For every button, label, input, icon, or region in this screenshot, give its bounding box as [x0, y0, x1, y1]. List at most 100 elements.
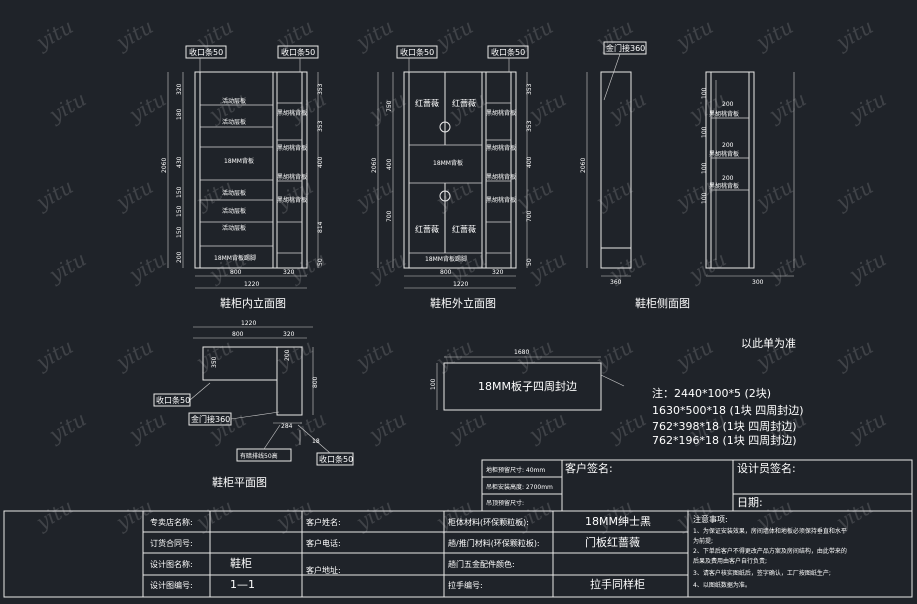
outer-bottom-dim-1: 800: [440, 269, 452, 276]
watermark-text: yitu: [844, 407, 890, 448]
customer-name-label: 客户姓名:: [306, 517, 341, 527]
material-label-4: 拉手编号:: [448, 580, 483, 590]
left-label-3: 设计图名称:: [150, 559, 193, 569]
watermark-text: yitu: [31, 174, 77, 215]
inner-shelf-label-2: 活动层板: [222, 118, 246, 126]
watermark-text: yitu: [271, 494, 317, 535]
watermark-text: yitu: [831, 334, 877, 375]
watermark-text: yitu: [671, 174, 717, 215]
outer-left-dim-2: 400: [386, 158, 393, 170]
side-b-width: 300: [752, 279, 764, 286]
watermark-text: yitu: [831, 174, 877, 215]
watermark-text: yitu: [604, 407, 650, 448]
panel-drawing: [436, 356, 625, 411]
material-value-1: 18MM绅士黑: [585, 515, 651, 528]
plan-tag-3: 有暗排线50高: [240, 452, 278, 460]
outer-door-label-4: 红蔷薇: [452, 224, 476, 234]
watermark-text: yitu: [31, 334, 77, 375]
watermark-text: yitu: [44, 87, 90, 128]
watermark-text: yitu: [124, 87, 170, 128]
outer-side-label-2: 黑胡桃背板: [486, 144, 516, 152]
customer-phone-label: 客户电话:: [306, 538, 341, 548]
side-elevation-b: [705, 71, 795, 277]
note-line-4: 762*196*18 (1块 四周封边): [652, 433, 797, 447]
watermark-text: yitu: [604, 87, 650, 128]
watermark-text: yitu: [351, 494, 397, 535]
plan-dim-1: 800: [232, 331, 244, 338]
watermark-text: yitu: [364, 247, 410, 288]
side-b-left-dim-2: 100: [701, 126, 708, 138]
left-label-2: 订货合同号:: [150, 538, 193, 548]
left-label-1: 专卖店名称:: [150, 517, 193, 527]
customer-address-label: 客户地址:: [306, 565, 341, 575]
notice-line-4: 后果及费用由客户自行负责;: [693, 557, 767, 565]
inner-right-dim-5: 50: [317, 258, 324, 266]
side-b-label-2: 黑胡桃背板: [709, 150, 739, 158]
inner-height-total: 2060: [161, 158, 168, 173]
outer-elevation-view: [377, 45, 529, 289]
mid-row-3: 吊顶预留尺寸:: [486, 499, 524, 507]
watermark-text: yitu: [111, 14, 157, 55]
watermark-text: yitu: [764, 247, 810, 288]
material-label-1: 柜体材料(环保颗粒板):: [448, 517, 529, 527]
inner-shelf-label-5: 活动层板: [222, 207, 246, 215]
plan-tag-1: 收口条50: [156, 395, 190, 405]
watermark-text: yitu: [751, 14, 797, 55]
watermark-text: yitu: [844, 247, 890, 288]
inner-side-label-1: 黑胡桃背板: [277, 109, 307, 117]
outer-total-width: 1220: [453, 281, 468, 288]
side-elevation-a: [586, 41, 647, 277]
inner-side-label-2: 黑胡桃背板: [277, 144, 307, 152]
outer-door-label-3: 红蔷薇: [415, 224, 439, 234]
left-value-4: 1—1: [230, 578, 255, 591]
outer-middle-label: 18MM背板: [433, 159, 463, 167]
inner-bottom-dim-1: 800: [230, 269, 242, 276]
plan-dim-4: 200: [284, 349, 291, 361]
note-line-1: 注：2440*100*5 (2块): [652, 386, 771, 400]
date-label: 日期:: [737, 496, 763, 509]
side-b-dim-1: 200: [722, 101, 734, 108]
note-line-3: 762*398*18 (1块 四周封边): [652, 419, 797, 433]
outer-right-dim-4: 700: [526, 210, 533, 222]
watermark-text: yitu: [124, 247, 170, 288]
plan-tag-2: 金门接360: [191, 414, 230, 424]
side-b-left-dim-4: 100: [701, 192, 708, 204]
inner-elevation-title: 鞋柜内立面图: [220, 296, 286, 310]
inner-shelf-label-4: 活动层板: [222, 189, 246, 197]
notice-title: 注意事项:: [693, 514, 728, 524]
mid-row-2: 吊柜安装高度: 2700mm: [486, 483, 553, 491]
inner-right-dim-2: 353: [317, 120, 324, 132]
plan-view: [153, 326, 354, 466]
plan-title: 鞋柜平面图: [212, 475, 267, 489]
outer-left-dim-3: 700: [386, 210, 393, 222]
watermark-text: yitu: [671, 14, 717, 55]
title-block: [3, 459, 913, 598]
side-b-left-dim-3: 100: [701, 162, 708, 174]
outer-right-dim-2: 353: [526, 120, 533, 132]
watermark-text: yitu: [831, 14, 877, 55]
plan-dim-6: 284: [281, 423, 293, 430]
watermark-text: yitu: [271, 334, 317, 375]
inner-shelf-label-3: 18MM背板: [224, 157, 254, 165]
outer-elevation-title: 鞋柜外立面图: [430, 296, 496, 310]
watermark-text: yitu: [111, 174, 157, 215]
inner-right-tag: 收口条50: [281, 47, 315, 57]
side-b-left-dim-1: 100: [701, 87, 708, 99]
material-value-4: 拉手同样柜: [590, 577, 645, 591]
outer-height-total: 2060: [371, 158, 378, 173]
outer-bottom-dim-2: 320: [492, 269, 504, 276]
customer-signature-label: 客户签名:: [565, 461, 613, 475]
inner-right-dim-1: 353: [317, 83, 324, 95]
watermark-text: yitu: [31, 14, 77, 55]
watermark-text: yitu: [591, 334, 637, 375]
outer-door-label-2: 红蔷薇: [452, 98, 476, 108]
outer-door-label-1: 红蔷薇: [415, 98, 439, 108]
watermark-text: yitu: [124, 407, 170, 448]
watermark-text: yitu: [364, 407, 410, 448]
watermark-text: yitu: [351, 174, 397, 215]
mid-row-1: 地柜预留尺寸: 40mm: [486, 466, 545, 474]
side-b-label-1: 黑胡桃背板: [709, 110, 739, 118]
watermark-text: yitu: [351, 14, 397, 55]
panel-label: 18MM板子四周封边: [478, 379, 577, 393]
